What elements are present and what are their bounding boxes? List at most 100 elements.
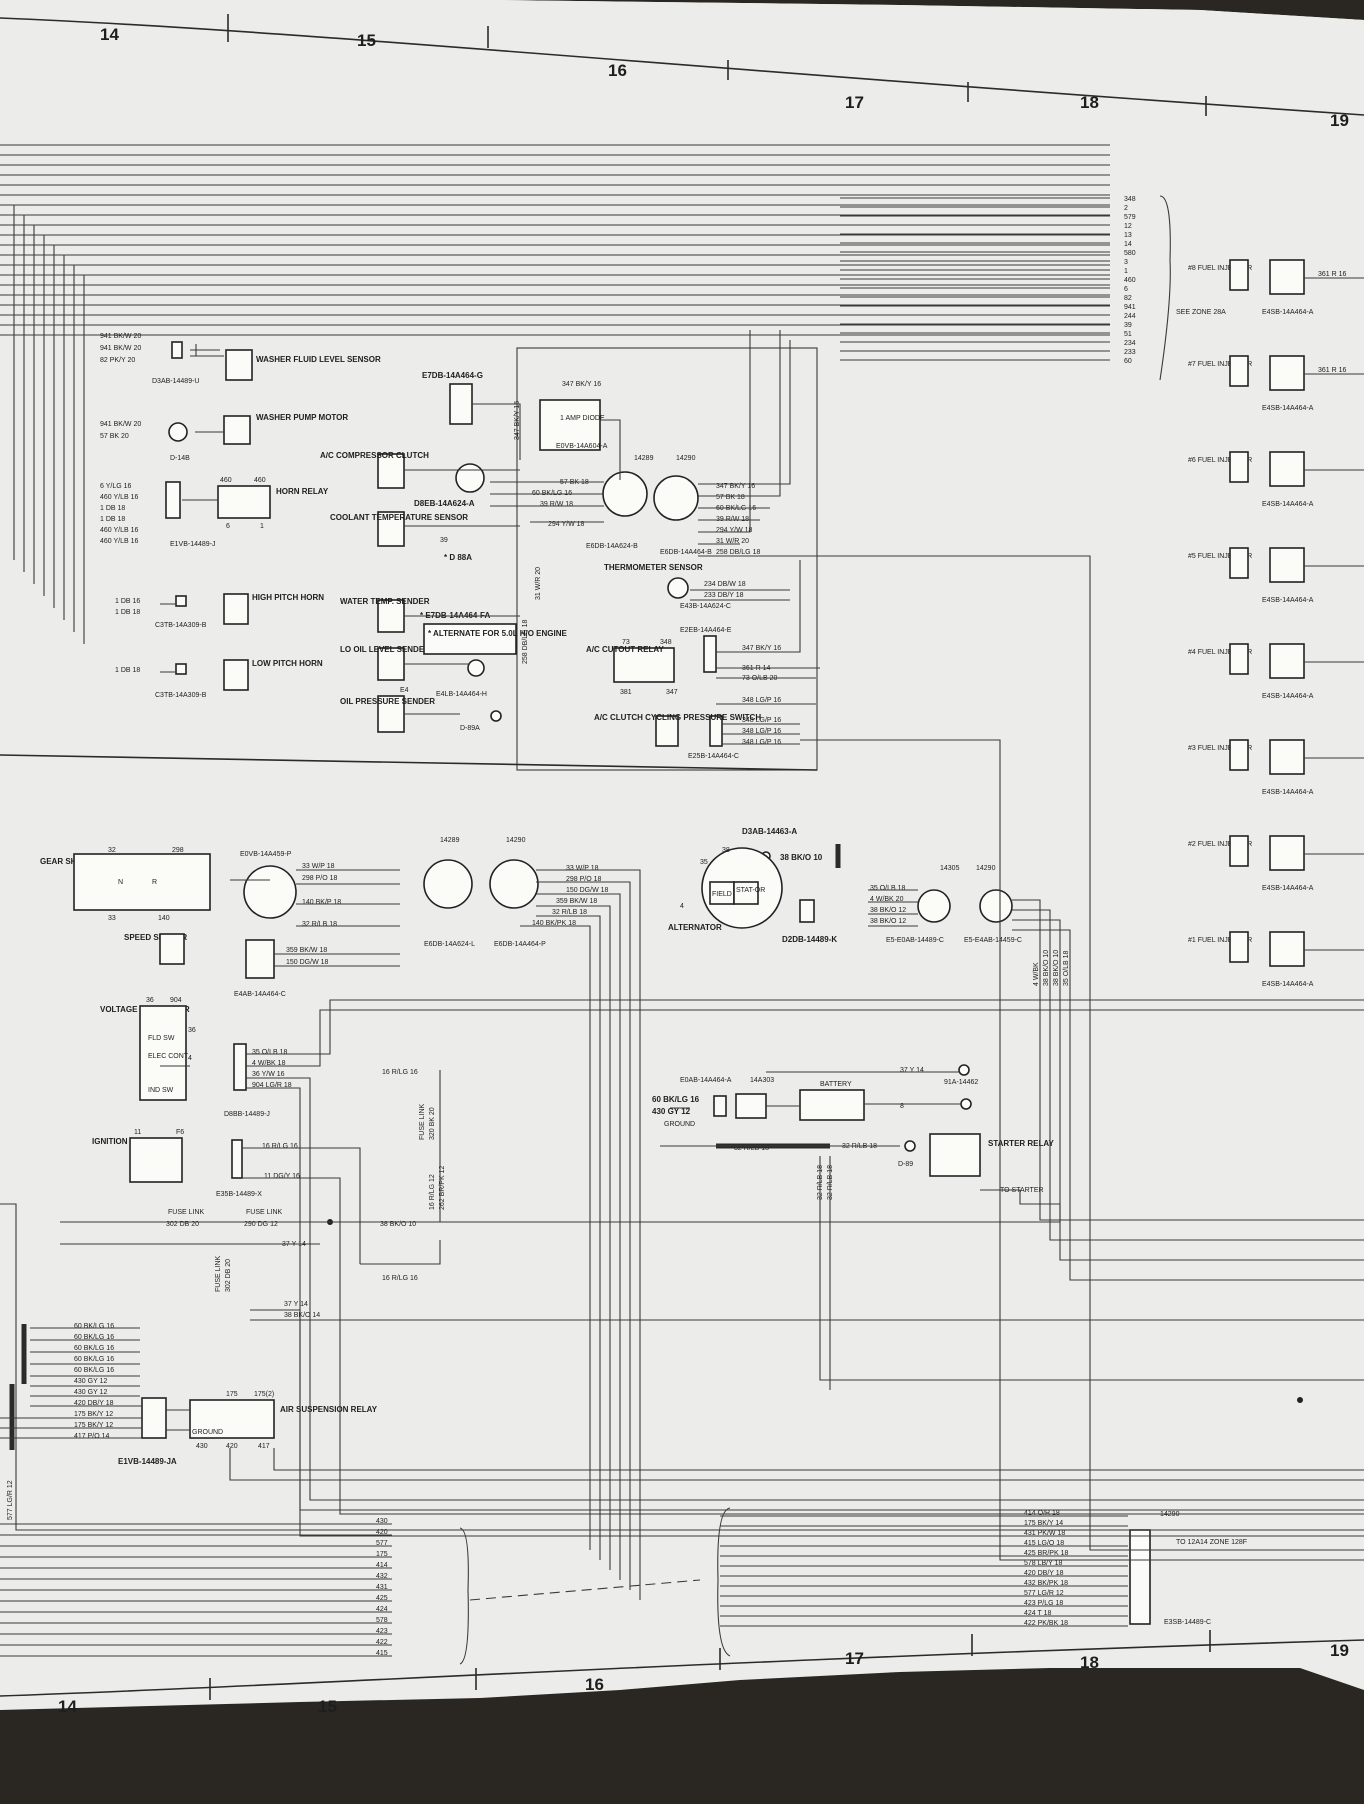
zone-number-top: 19 bbox=[1330, 111, 1349, 130]
bundle-wire-label: 425 bbox=[376, 1595, 388, 1602]
svg-text:57 BK 18: 57 BK 18 bbox=[716, 494, 745, 501]
svg-text:SPEED SENSOR: SPEED SENSOR bbox=[124, 933, 187, 942]
svg-text:GROUND: GROUND bbox=[664, 1121, 695, 1128]
ac-clutch-switch-group: A/C CLUTCH CYCLING PRESSURE SWITCH 348 L… bbox=[594, 713, 781, 760]
air-suspension-relay-label: AIR SUSPENSION RELAY bbox=[280, 1405, 378, 1414]
zone-number-top: 16 bbox=[608, 61, 627, 80]
bottom-connector-symbol bbox=[1129, 1529, 1151, 1625]
bundle-wire-label: 431 bbox=[376, 1584, 388, 1591]
svg-text:E0AB-14A464-A: E0AB-14A464-A bbox=[680, 1077, 732, 1084]
injector-symbol bbox=[1229, 931, 1249, 963]
svg-text:430 GY 12: 430 GY 12 bbox=[74, 1378, 107, 1385]
svg-text:6: 6 bbox=[226, 523, 230, 530]
svg-text:14290: 14290 bbox=[676, 455, 696, 462]
injector-label: #8 FUEL INJECTOR bbox=[1188, 265, 1252, 272]
bundle-wire-label: 414 bbox=[376, 1562, 388, 1569]
low-pitch-horn-symbol bbox=[223, 659, 249, 691]
svg-text:4: 4 bbox=[680, 903, 684, 910]
bundle-wire-label: 39 bbox=[1124, 322, 1132, 329]
bundle-wire-label: 82 bbox=[1124, 295, 1132, 302]
bundle-wire-label: 422 PK/BK 18 bbox=[1024, 1620, 1068, 1627]
svg-text:E43B-14A624-C: E43B-14A624-C bbox=[680, 603, 731, 610]
svg-text:140 BK/P 18: 140 BK/P 18 bbox=[302, 899, 341, 906]
injector-label: #1 FUEL INJECTOR bbox=[1188, 937, 1252, 944]
svg-text:E25B-14A464-C: E25B-14A464-C bbox=[688, 753, 739, 760]
bundle-wire-label: 415 LG/O 18 bbox=[1024, 1540, 1064, 1547]
svg-text:140 BK/PK 18: 140 BK/PK 18 bbox=[532, 920, 576, 927]
svg-text:* D 88A: * D 88A bbox=[444, 553, 472, 562]
bundle-wire-label: 580 bbox=[1124, 250, 1136, 257]
bundle-wire-label: 415 bbox=[376, 1650, 388, 1657]
bundle-wire-label: 420 DB/Y 18 bbox=[1024, 1570, 1064, 1577]
injector-connector bbox=[1269, 739, 1305, 775]
bundle-wire-label: 423 bbox=[376, 1628, 388, 1635]
svg-text:14290: 14290 bbox=[506, 837, 526, 844]
svg-text:THERMOMETER SENSOR: THERMOMETER SENSOR bbox=[604, 563, 703, 572]
svg-text:150 DG/W 18: 150 DG/W 18 bbox=[566, 887, 609, 894]
bundle-wire-label: 1 bbox=[1124, 268, 1128, 275]
zone-number-top: 18 bbox=[1080, 93, 1099, 112]
bundle-wire-label: 424 T 18 bbox=[1024, 1610, 1051, 1617]
svg-text:36 Y/W 16: 36 Y/W 16 bbox=[252, 1071, 285, 1078]
svg-text:4: 4 bbox=[188, 1055, 192, 1062]
svg-text:1 DB 18: 1 DB 18 bbox=[100, 505, 125, 512]
svg-text:381: 381 bbox=[620, 689, 632, 696]
svg-text:32 R/LB 18: 32 R/LB 18 bbox=[302, 921, 337, 928]
zone-number-bottom: 18 bbox=[1080, 1653, 1099, 1672]
svg-text:347 BK/Y 16: 347 BK/Y 16 bbox=[562, 381, 601, 388]
bundle-wire-label: 577 LG/R 12 bbox=[1024, 1590, 1064, 1597]
connector-14289-lower bbox=[423, 859, 473, 909]
zone-number-top: 17 bbox=[845, 93, 864, 112]
injector-connector bbox=[1269, 259, 1305, 295]
svg-text:347 BK/Y 16: 347 BK/Y 16 bbox=[742, 645, 781, 652]
svg-text:E35B-14489-X: E35B-14489-X bbox=[216, 1191, 262, 1198]
svg-text:175: 175 bbox=[226, 1391, 238, 1398]
svg-text:D3AB-14489-U: D3AB-14489-U bbox=[152, 378, 199, 385]
bundle-wire-label: 420 bbox=[376, 1529, 388, 1536]
svg-text:1 DB 18: 1 DB 18 bbox=[115, 609, 140, 616]
bundle-wire-label: 579 bbox=[1124, 214, 1136, 221]
svg-text:298 P/O 18: 298 P/O 18 bbox=[302, 875, 338, 882]
injector-connector bbox=[1269, 451, 1305, 487]
svg-text:E1VB-14489-JA: E1VB-14489-JA bbox=[118, 1457, 177, 1466]
bundle-wire-label: 425 BR/PK 18 bbox=[1024, 1550, 1068, 1557]
svg-text:38: 38 bbox=[722, 847, 730, 854]
svg-text:294 Y/W 18: 294 Y/W 18 bbox=[548, 521, 585, 528]
injector-connector-label: E4SB-14A464-A bbox=[1262, 885, 1314, 892]
bundle-wire-label: 3 bbox=[1124, 259, 1128, 266]
svg-text:E3SB-14489-C: E3SB-14489-C bbox=[1164, 1619, 1211, 1626]
bundle-wire-label: 244 bbox=[1124, 313, 1136, 320]
svg-text:FUSE LINK: FUSE LINK bbox=[215, 1255, 222, 1292]
svg-text:38 BK/O 10: 38 BK/O 10 bbox=[380, 1221, 416, 1228]
svg-text:175(2): 175(2) bbox=[254, 1391, 274, 1398]
bundle-wire-label: 423 P/LG 18 bbox=[1024, 1600, 1063, 1607]
svg-text:TO 12A14 ZONE 128F: TO 12A14 ZONE 128F bbox=[1176, 1539, 1247, 1546]
svg-text:460 Y/LB 16: 460 Y/LB 16 bbox=[100, 527, 139, 534]
svg-text:1 DB 16: 1 DB 16 bbox=[115, 598, 140, 605]
section-divider bbox=[0, 754, 818, 771]
engine-sensors-left: A/C COMPRESSOR CLUTCH COOLANT TEMPERATUR… bbox=[320, 451, 468, 733]
injector-label: #7 FUEL INJECTOR bbox=[1188, 361, 1252, 368]
bundle-wire-label: 578 LB/Y 18 bbox=[1024, 1560, 1063, 1567]
high-pitch-horn-symbol bbox=[223, 593, 249, 625]
svg-text:E2EB-14A464-E: E2EB-14A464-E bbox=[680, 627, 732, 634]
svg-text:14A303: 14A303 bbox=[750, 1077, 774, 1084]
transmission-harness-connectors: E0VB-14A459-P 33 W/P 18 298 P/O 18 140 B… bbox=[234, 837, 609, 998]
svg-text:150 DG/W 18: 150 DG/W 18 bbox=[286, 959, 329, 966]
horn-relay-symbol bbox=[217, 485, 271, 519]
connector-14290 bbox=[653, 475, 699, 521]
svg-text:16 R/LG 12: 16 R/LG 12 bbox=[429, 1174, 436, 1210]
svg-text:35: 35 bbox=[700, 859, 708, 866]
gear-switch-symbol bbox=[73, 853, 211, 911]
svg-text:4 W/BK 18: 4 W/BK 18 bbox=[252, 1060, 286, 1067]
svg-text:430 GY 12: 430 GY 12 bbox=[74, 1389, 107, 1396]
svg-text:LO OIL LEVEL SENDER: LO OIL LEVEL SENDER bbox=[340, 645, 430, 654]
svg-text:417: 417 bbox=[258, 1443, 270, 1450]
bundle-wire-label: 424 bbox=[376, 1606, 388, 1613]
svg-text:36: 36 bbox=[188, 1027, 196, 1034]
svg-text:417 P/O 14: 417 P/O 14 bbox=[74, 1433, 110, 1440]
svg-text:140: 140 bbox=[158, 915, 170, 922]
svg-text:460: 460 bbox=[220, 477, 232, 484]
